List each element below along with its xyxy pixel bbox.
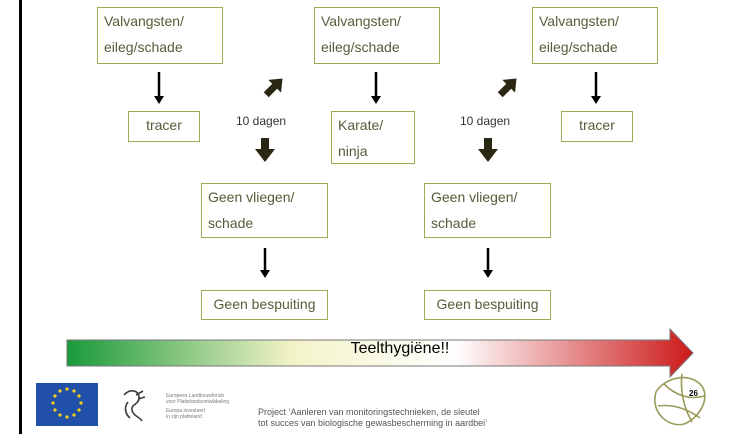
- box-tracer-2: tracer: [561, 111, 633, 142]
- down-arrow-thin-2: [371, 72, 381, 104]
- diagonal-arrow-1: [263, 78, 283, 98]
- down-arrow-thin-3: [591, 72, 601, 104]
- box-valvangsten-2: Valvangsten/ eileg/schade: [314, 7, 440, 64]
- timeline-label: Teelthygiëne!!: [350, 340, 450, 357]
- flemish-lion-logo: [123, 390, 146, 422]
- thick-down-arrow-2: [478, 138, 498, 162]
- timeline-arrow: [66, 327, 694, 379]
- eu-flag-logo: [36, 383, 98, 426]
- box-tracer-1: tracer: [128, 111, 200, 142]
- interval-label-2: 10 dagen: [460, 114, 511, 128]
- diagonal-arrow-2: [497, 78, 517, 98]
- down-arrow-thin-1: [154, 72, 164, 104]
- box-karate: Karate/ ninja: [331, 111, 415, 164]
- left-border-line: [19, 0, 22, 434]
- box-geen-bespuiting-2: Geen bespuiting: [424, 290, 551, 320]
- fund-text-1: Europees Landbouwfonds: [166, 393, 225, 399]
- box-geen-vliegen-1: Geen vliegen/ schade: [201, 183, 328, 238]
- project-footer-line-1: Project ‘Aanleren van monitoringstechnie…: [258, 407, 480, 417]
- down-arrow-thin-4: [260, 248, 270, 278]
- fund-text-3: Europa investeert: [166, 408, 206, 414]
- fund-text-4: in zijn platteland: [166, 414, 202, 420]
- box-geen-bespuiting-1: Geen bespuiting: [201, 290, 328, 320]
- down-arrow-thin-5: [483, 248, 493, 278]
- project-footer-line-2: tot succes van biologische gewasbescherm…: [258, 418, 488, 428]
- thick-down-arrow-1: [255, 138, 275, 162]
- strawberry-flower-logo: [654, 373, 706, 426]
- fund-text-2: voor Plattelandsontwikkeling: [166, 399, 230, 405]
- box-valvangsten-3: Valvangsten/ eileg/schade: [532, 7, 658, 64]
- slide-number: 26: [689, 389, 698, 398]
- box-valvangsten-1: Valvangsten/ eileg/schade: [97, 7, 223, 64]
- box-geen-vliegen-2: Geen vliegen/ schade: [424, 183, 551, 238]
- interval-label-1: 10 dagen: [236, 114, 287, 128]
